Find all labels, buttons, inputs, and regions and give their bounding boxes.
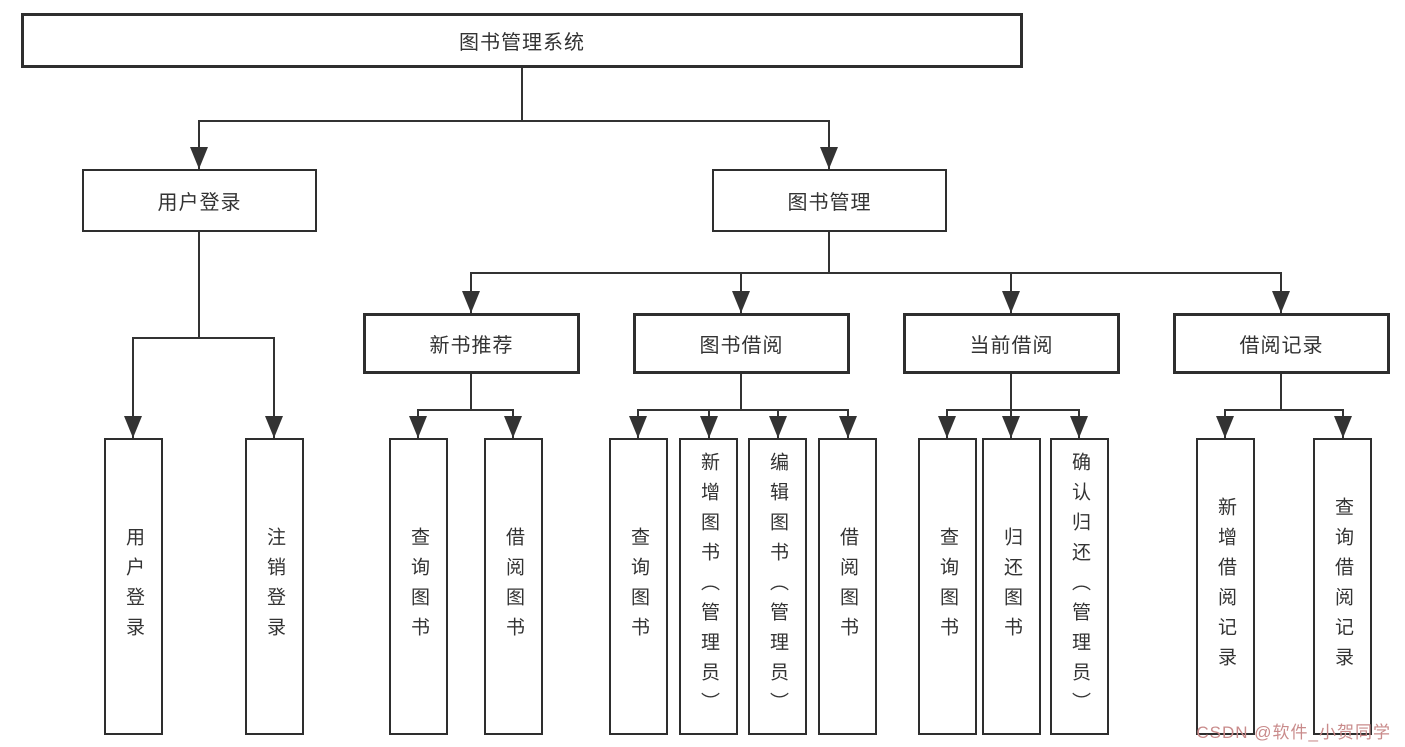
leaf-query-borrow-record: 查询借阅记录: [1313, 438, 1372, 735]
node-user-login: 用户登录: [82, 169, 317, 232]
arrow-down-icon: [938, 416, 956, 438]
connector-bookmgmt-trunk: [828, 232, 830, 274]
node-label: 新书推荐: [429, 335, 514, 357]
arrow-down-icon: [504, 416, 522, 438]
connector-stem-leaf: [132, 337, 134, 438]
leaf-edit-book-admin: 编辑图书（管理员）: [748, 438, 807, 735]
connector-stem-user-login: [198, 120, 200, 169]
connector-stem-leaf: [273, 337, 275, 438]
connector-borrowing-trunk: [740, 374, 742, 411]
connector-recommend-split: [417, 409, 514, 411]
arrow-down-icon: [1002, 291, 1020, 313]
connector-recommend-trunk: [470, 374, 472, 411]
leaf-user-login: 用户登录: [104, 438, 163, 735]
node-book-borrowing: 图书借阅: [633, 313, 850, 374]
node-label: 当前借阅: [969, 335, 1054, 357]
node-root-library-system: 图书管理系统: [21, 13, 1023, 68]
node-label: 查询图书: [628, 526, 649, 647]
arrow-down-icon: [820, 147, 838, 169]
node-label: 查询图书: [408, 526, 429, 647]
arrow-down-icon: [1070, 416, 1088, 438]
node-label: 图书借阅: [699, 335, 784, 357]
leaf-query-book-borrowing: 查询图书: [609, 438, 668, 735]
node-label: 用户登录: [157, 192, 242, 214]
arrow-down-icon: [462, 291, 480, 313]
node-label: 图书管理系统: [459, 32, 585, 54]
node-label: 注销登录: [264, 526, 285, 647]
arrow-down-icon: [1334, 416, 1352, 438]
leaf-borrow-book: 借阅图书: [818, 438, 877, 735]
arrow-down-icon: [1002, 416, 1020, 438]
leaf-logout: 注销登录: [245, 438, 304, 735]
node-label: 查询借阅记录: [1332, 496, 1353, 677]
node-label: 借阅图书: [837, 526, 858, 647]
connector-borrowing-split: [637, 409, 849, 411]
arrow-down-icon: [1272, 291, 1290, 313]
leaf-borrow-book-recommend: 借阅图书: [484, 438, 543, 735]
connector-userlogin-trunk: [198, 232, 200, 339]
leaf-add-book-admin: 新增图书（管理员）: [679, 438, 738, 735]
connector-current-split: [946, 409, 1080, 411]
csdn-watermark: CSDN @软件_小贺同学: [1196, 723, 1391, 742]
leaf-confirm-return-admin: 确认归还（管理员）: [1050, 438, 1109, 735]
connector-userlogin-split: [132, 337, 275, 339]
leaf-return-book: 归还图书: [982, 438, 1041, 735]
node-label: 用户登录: [123, 526, 144, 647]
connector-bookmgmt-split: [470, 272, 1282, 274]
node-label: 查询图书: [937, 526, 958, 647]
arrow-down-icon: [190, 147, 208, 169]
node-label: 新增借阅记录: [1215, 496, 1236, 677]
arrow-down-icon: [732, 291, 750, 313]
connector-records-trunk: [1280, 374, 1282, 411]
arrow-down-icon: [769, 416, 787, 438]
node-label: 编辑图书（管理员）: [767, 451, 788, 722]
node-label: 新增图书（管理员）: [698, 451, 719, 722]
arrow-down-icon: [124, 416, 142, 438]
node-label: 确认归还（管理员）: [1069, 451, 1090, 722]
node-label: 图书管理: [787, 192, 872, 214]
connector-root-split: [198, 120, 830, 122]
node-label: 归还图书: [1001, 526, 1022, 647]
node-current-borrowing: 当前借阅: [903, 313, 1120, 374]
arrow-down-icon: [1216, 416, 1234, 438]
arrow-down-icon: [629, 416, 647, 438]
node-new-book-recommend: 新书推荐: [363, 313, 580, 374]
connector-current-trunk: [1010, 374, 1012, 411]
leaf-query-book-recommend: 查询图书: [389, 438, 448, 735]
node-label: 借阅图书: [503, 526, 524, 647]
connector-records-split: [1224, 409, 1343, 411]
leaf-query-book-current: 查询图书: [918, 438, 977, 735]
arrow-down-icon: [265, 416, 283, 438]
arrow-down-icon: [409, 416, 427, 438]
arrow-down-icon: [700, 416, 718, 438]
node-borrowing-records: 借阅记录: [1173, 313, 1390, 374]
arrow-down-icon: [839, 416, 857, 438]
leaf-add-borrow-record: 新增借阅记录: [1196, 438, 1255, 735]
node-label: 借阅记录: [1239, 335, 1324, 357]
node-book-management: 图书管理: [712, 169, 947, 232]
connector-root-trunk: [521, 68, 523, 122]
connector-stem-book-management: [828, 120, 830, 169]
